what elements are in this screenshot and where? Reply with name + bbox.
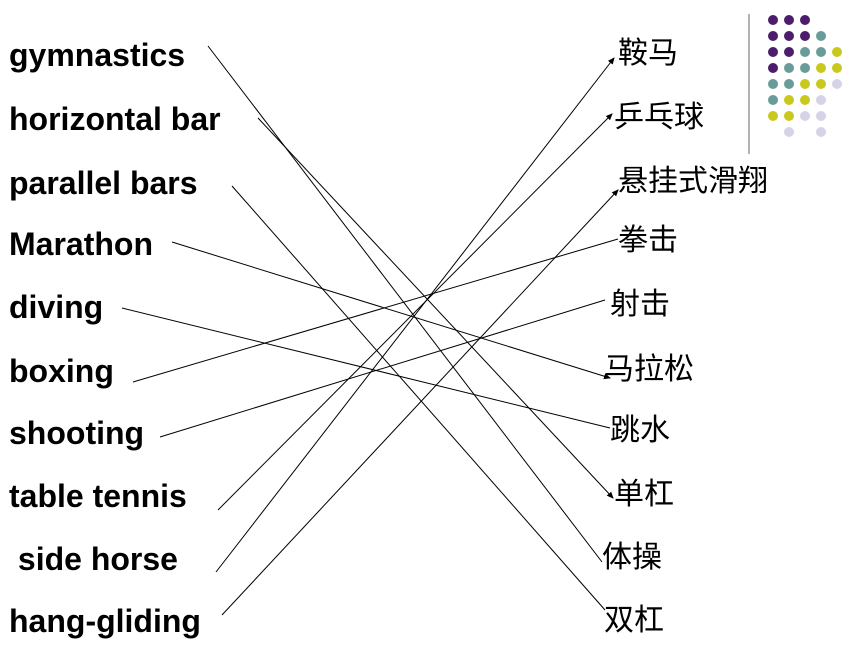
chinese-term-xuanguashi-huaxiang: 悬挂式滑翔 (618, 164, 768, 199)
english-term-hang-gliding: hang-gliding (9, 603, 201, 639)
chinese-term-pingpangqiu: 乒乓球 (614, 100, 704, 135)
connector-table-tennis (217, 113, 613, 511)
connector-side-horse (215, 57, 615, 573)
chinese-term-ticao: 体操 (602, 540, 662, 575)
connector-parallel-bars (231, 185, 606, 611)
chinese-term-anma: 鞍马 (618, 36, 678, 71)
connector-gymnastics (207, 45, 603, 563)
english-term-marathon: Marathon (9, 226, 153, 262)
chinese-term-tiaoshui: 跳水 (610, 413, 670, 448)
english-term-table-tennis: table tennis (9, 478, 187, 514)
connector-diving (121, 307, 611, 429)
connector-horizontal-bar (257, 117, 614, 499)
connector-boxing (132, 238, 619, 383)
chinese-term-dangang: 单杠 (614, 477, 674, 512)
chinese-term-malasong: 马拉松 (604, 352, 694, 387)
english-term-side-horse: side horse (9, 541, 178, 577)
english-term-boxing: boxing (9, 353, 114, 389)
decorative-dot-grid (748, 14, 842, 154)
english-term-gymnastics: gymnastics (9, 37, 186, 73)
chinese-term-shuanggang: 双杠 (604, 603, 664, 638)
chinese-term-quanji: 拳击 (618, 223, 678, 258)
connector-shooting (159, 299, 606, 438)
dot-pattern (768, 15, 842, 137)
english-term-parallel-bars: parallel bars (9, 165, 198, 201)
english-term-horizontal-bar: horizontal bar (9, 101, 221, 137)
chinese-term-sheji: 射击 (610, 287, 670, 322)
connector-marathon (171, 241, 611, 380)
english-term-shooting: shooting (9, 415, 145, 451)
english-term-diving: diving (9, 289, 104, 325)
connector-hang-gliding (221, 189, 619, 616)
